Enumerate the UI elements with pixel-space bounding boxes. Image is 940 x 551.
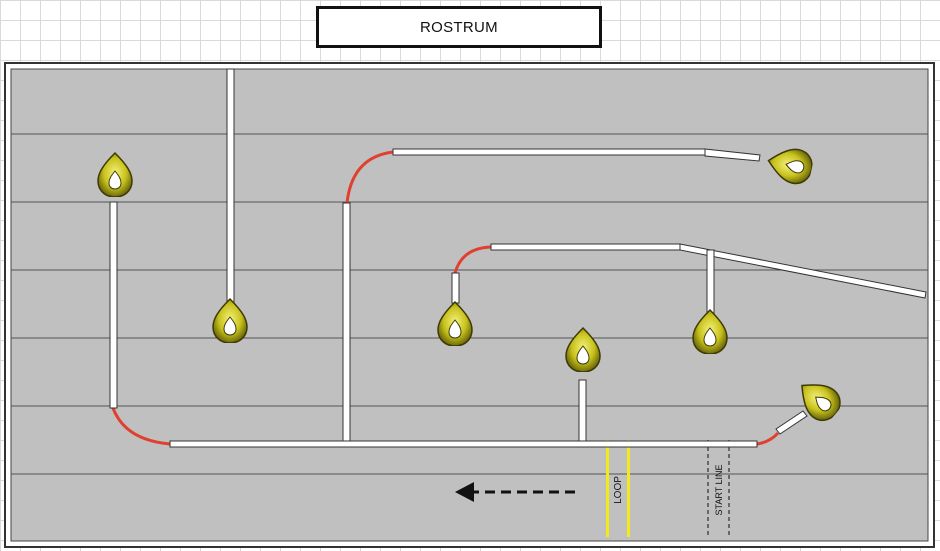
curve-bottom-left <box>111 407 171 446</box>
track-center-horizontal <box>490 243 681 251</box>
track-upper-vertical <box>226 68 235 304</box>
curve-bottom-right <box>756 431 780 446</box>
curve-center <box>453 245 492 274</box>
track-center-vertical <box>451 272 460 304</box>
track-bottom-horizontal <box>169 440 758 448</box>
track-right-vertical <box>706 249 715 317</box>
track-left-vertical <box>109 201 118 409</box>
track-short-vertical <box>578 379 587 442</box>
track-top-horizontal <box>392 148 706 156</box>
floor-mat <box>10 68 929 542</box>
loop-label: LOOP <box>613 476 624 504</box>
curve-top-middle <box>345 150 394 204</box>
rostrum-box: ROSTRUM <box>316 6 602 48</box>
track-middle-vertical <box>342 202 351 442</box>
direction-arrow-icon <box>455 482 575 502</box>
track-top-right-slant <box>704 148 761 162</box>
rostrum-label: ROSTRUM <box>420 18 498 36</box>
loop-line-left <box>606 440 609 537</box>
track-long-diagonal <box>679 243 927 299</box>
loop-line-right <box>627 440 630 537</box>
curves <box>111 150 780 446</box>
track-segments <box>109 68 927 448</box>
start-line-label: START LINE <box>714 464 724 515</box>
track-bottom-right-slant <box>775 410 808 435</box>
